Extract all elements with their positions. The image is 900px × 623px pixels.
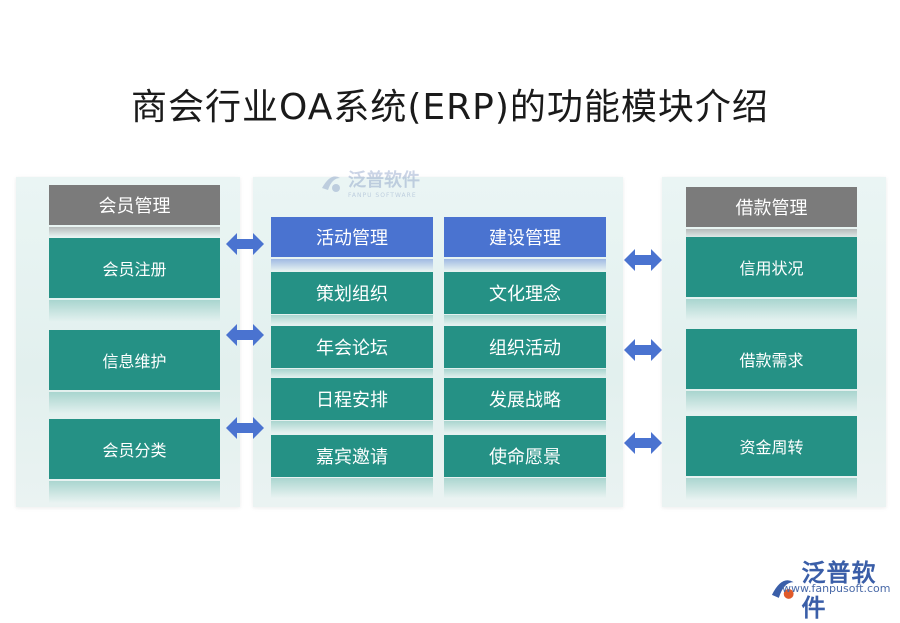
construction-management-header: 建设管理	[444, 217, 606, 257]
item-reflection	[686, 391, 857, 413]
item-reflection	[271, 478, 433, 498]
loan-item: 资金周转	[686, 416, 857, 476]
header-reflection	[444, 259, 606, 271]
page-title: 商会行业OA系统(ERP)的功能模块介绍	[131, 87, 769, 128]
brand-url: www.fanpusoft.com	[782, 582, 891, 595]
watermark-logo-icon	[322, 175, 340, 192]
member-item: 会员注册	[49, 238, 220, 298]
construction-item: 文化理念	[444, 272, 606, 314]
item-reflection	[49, 392, 220, 414]
double-arrow-icon	[624, 432, 662, 454]
member-item: 信息维护	[49, 330, 220, 390]
double-arrow-icon	[226, 417, 264, 439]
activity-item: 嘉宾邀请	[271, 435, 433, 477]
header-reflection	[49, 227, 220, 237]
double-arrow-icon	[226, 233, 264, 255]
item-reflection	[271, 315, 433, 325]
loan-item: 信用状况	[686, 237, 857, 297]
loan-item: 借款需求	[686, 329, 857, 389]
item-reflection	[686, 299, 857, 321]
activity-item: 年会论坛	[271, 326, 433, 368]
construction-item: 使命愿景	[444, 435, 606, 477]
item-reflection	[444, 478, 606, 498]
member-management-header: 会员管理	[49, 185, 220, 225]
item-reflection	[49, 300, 220, 322]
watermark: 泛普软件 FANPU SOFTWARE	[318, 166, 420, 199]
brand-logo-icon	[771, 580, 794, 599]
loan-management-header: 借款管理	[686, 187, 857, 227]
item-reflection	[444, 315, 606, 325]
header-reflection	[686, 229, 857, 239]
activity-item: 策划组织	[271, 272, 433, 314]
item-reflection	[271, 421, 433, 433]
construction-item: 组织活动	[444, 326, 606, 368]
item-reflection	[444, 421, 606, 433]
double-arrow-icon	[624, 339, 662, 361]
double-arrow-icon	[226, 324, 264, 346]
item-reflection	[686, 478, 857, 500]
item-reflection	[444, 369, 606, 378]
construction-item: 发展战略	[444, 378, 606, 420]
header-reflection	[271, 259, 433, 271]
activity-management-header: 活动管理	[271, 217, 433, 257]
item-reflection	[271, 369, 433, 378]
watermark-text: 泛普软件	[348, 170, 420, 191]
watermark-subtext: FANPU SOFTWARE	[348, 192, 417, 199]
activity-item: 日程安排	[271, 378, 433, 420]
double-arrow-icon	[624, 249, 662, 271]
member-item: 会员分类	[49, 419, 220, 479]
item-reflection	[49, 481, 220, 503]
